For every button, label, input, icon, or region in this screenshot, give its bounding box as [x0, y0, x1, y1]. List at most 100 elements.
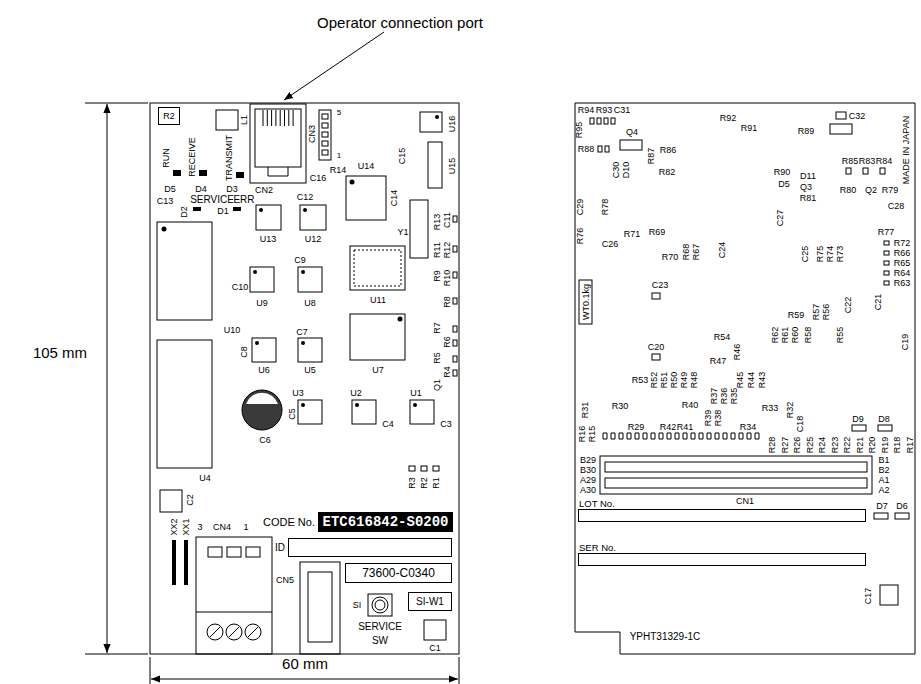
component-outline — [453, 216, 457, 222]
designator-label: R21 — [855, 437, 864, 454]
dimension-label: 105 mm — [33, 345, 87, 360]
component-outline — [157, 110, 457, 640]
designator-label: R81 — [800, 194, 817, 203]
designator-label: C16 — [310, 174, 327, 183]
designator-label: Q2 — [865, 186, 877, 195]
designator-label: R41 — [677, 423, 694, 432]
designator-label: D4 — [195, 185, 207, 194]
terminal-block — [196, 537, 272, 654]
designator-label: R18 — [893, 437, 902, 454]
component-outline — [354, 250, 401, 286]
designator-label: R22 — [843, 437, 852, 454]
designator-label: D6 — [896, 502, 908, 511]
designator-label: R91 — [741, 124, 758, 133]
designator-label: R56 — [822, 304, 831, 321]
designator-label: R25 — [805, 437, 814, 454]
designator-label: RECEIVE — [188, 137, 197, 177]
designator-label: R3 — [408, 477, 417, 489]
pin1-dot — [435, 115, 439, 119]
jumper-pin — [184, 540, 188, 585]
designator-label: C5 — [288, 408, 297, 420]
designator-label: R26 — [793, 437, 802, 454]
designator-label: C21 — [874, 294, 883, 311]
back-component-pad — [590, 112, 909, 605]
component-outline — [157, 222, 212, 320]
designator-label: 1 — [243, 523, 248, 532]
component-outline — [346, 176, 386, 220]
designator-label: U5 — [304, 366, 316, 375]
designator-label: A2 — [878, 486, 889, 495]
designator-label: R30 — [612, 402, 629, 411]
rj45-connector — [250, 104, 306, 183]
field-heading: LOT No. — [579, 499, 615, 509]
designator-label: C12 — [297, 193, 314, 202]
leader-line — [284, 32, 384, 100]
designator-label: R20 — [868, 437, 877, 454]
rj45-connector — [263, 110, 293, 126]
dimension-line — [85, 103, 148, 104]
designator-label: D7 — [876, 502, 888, 511]
back-component-pad — [652, 293, 660, 299]
pin1-dot — [301, 341, 305, 345]
designator-label: D1 — [217, 207, 229, 216]
designator-label: R48 — [690, 372, 699, 389]
field-heading: ID — [275, 543, 285, 553]
designator-label: R62 — [771, 327, 780, 344]
component-outline — [157, 340, 212, 468]
pin-header — [319, 110, 331, 160]
board-connector — [605, 462, 867, 472]
designator-label: U16 — [448, 116, 457, 133]
back-component-pad — [597, 118, 601, 124]
designator-label: U15 — [448, 158, 457, 175]
pin1-dot — [301, 403, 305, 407]
designator-label: R9 — [433, 270, 442, 282]
designator-label: R87 — [647, 148, 656, 165]
back-component-pad — [880, 168, 885, 174]
component-outline — [453, 370, 457, 376]
designator-label: R33 — [762, 404, 779, 413]
designator-label: C9 — [294, 256, 306, 265]
designator-label: R23 — [830, 437, 839, 454]
designator-label: R54 — [714, 333, 731, 342]
designator-label: R19 — [880, 437, 889, 454]
back-component-pad — [830, 124, 852, 134]
dimension-line — [85, 103, 459, 684]
designator-label: A29 — [580, 476, 596, 485]
electrolytic-capacitor — [246, 393, 278, 404]
designator-label: R70 — [662, 253, 679, 262]
designator-label: C4 — [382, 420, 394, 429]
designator-label: R43 — [758, 372, 767, 389]
designator-label: C3 — [440, 420, 452, 429]
back-component-pad — [884, 271, 889, 275]
led-mark — [199, 170, 207, 176]
back-component-pad — [604, 118, 608, 124]
designator-label: R60 — [791, 327, 800, 344]
pin1-dot — [255, 341, 259, 345]
designator-label: ERR — [233, 195, 254, 205]
designator-label: U14 — [358, 162, 375, 171]
terminal-block — [227, 547, 241, 557]
component-outline — [409, 466, 415, 471]
rj45-connector — [255, 109, 301, 167]
back-component-pad — [878, 425, 892, 431]
designator-label: SERVICE — [358, 622, 402, 632]
terminal-block — [196, 537, 272, 654]
rj45-connector — [250, 104, 306, 183]
designator-label: R85 — [842, 157, 859, 166]
pin1-dot — [355, 403, 359, 407]
designator-label: R52 — [650, 372, 659, 389]
designator-label: R10 — [443, 270, 452, 287]
pin-header — [319, 110, 331, 160]
designator-label: C11 — [443, 212, 452, 228]
designator-label: A1 — [878, 476, 889, 485]
designator-label: R78 — [601, 199, 610, 216]
designator-label: Q4 — [626, 128, 638, 137]
designator-label: R59 — [788, 311, 805, 320]
designator-label: R68 — [682, 244, 691, 261]
designator-label: MADE IN JAPAN — [902, 116, 911, 184]
jumper-pin — [172, 540, 188, 585]
component-outline — [421, 466, 427, 471]
designator-label: R7 — [433, 322, 442, 334]
designator-label: C10 — [232, 283, 249, 292]
designator-label: Q3 — [800, 183, 812, 192]
